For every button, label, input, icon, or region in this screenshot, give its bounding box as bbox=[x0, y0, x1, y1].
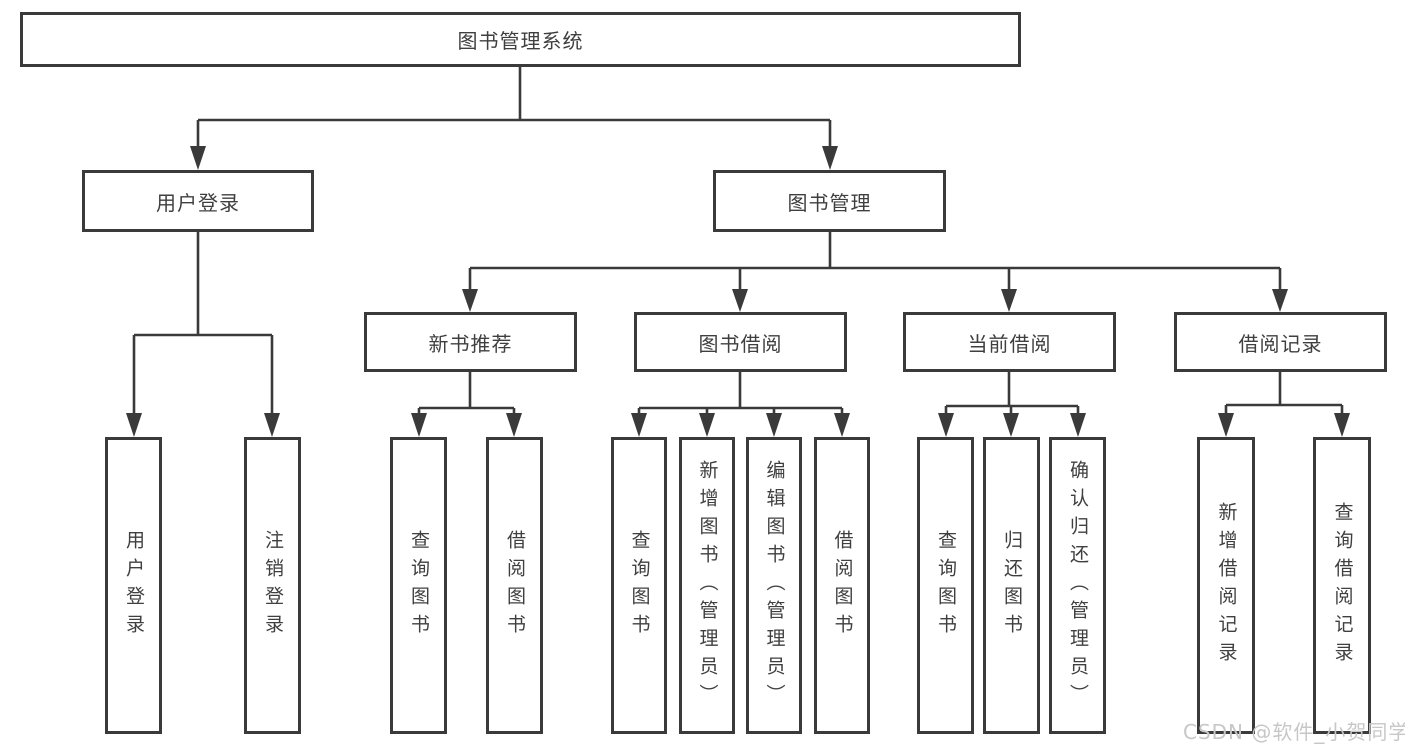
leaf-recommend-query-books: 查询图书 bbox=[390, 437, 447, 734]
leaf-add-borrow-record: 新增借阅记录 bbox=[1197, 437, 1255, 734]
leaf-recommend-borrow-books: 借阅图书 bbox=[486, 437, 543, 734]
node-borrow-records: 借阅记录 bbox=[1174, 312, 1387, 372]
csdn-watermark: CSDN @软件_小贺同学 bbox=[1183, 720, 1405, 744]
leaf-borrow-book: 借阅图书 bbox=[814, 437, 870, 734]
leaf-add-book-admin: 新增图书（管理员） bbox=[679, 437, 735, 734]
leaf-edit-book-admin: 编辑图书（管理员） bbox=[746, 437, 802, 734]
leaf-confirm-return-admin: 确认归还（管理员） bbox=[1049, 437, 1106, 734]
node-user-login: 用户登录 bbox=[82, 170, 314, 232]
node-current-borrow: 当前借阅 bbox=[903, 312, 1116, 372]
leaf-logout: 注销登录 bbox=[244, 437, 301, 734]
leaf-query-borrow-record: 查询借阅记录 bbox=[1313, 437, 1371, 734]
leaf-current-query-books: 查询图书 bbox=[917, 437, 974, 734]
leaf-borrow-query-books: 查询图书 bbox=[611, 437, 667, 734]
node-new-book-recommend: 新书推荐 bbox=[364, 312, 577, 372]
leaf-return-book: 归还图书 bbox=[983, 437, 1040, 734]
node-root-library-system: 图书管理系统 bbox=[20, 12, 1021, 67]
leaf-user-login: 用户登录 bbox=[105, 437, 162, 734]
node-book-management: 图书管理 bbox=[713, 170, 946, 232]
node-book-borrow: 图书借阅 bbox=[634, 312, 847, 372]
